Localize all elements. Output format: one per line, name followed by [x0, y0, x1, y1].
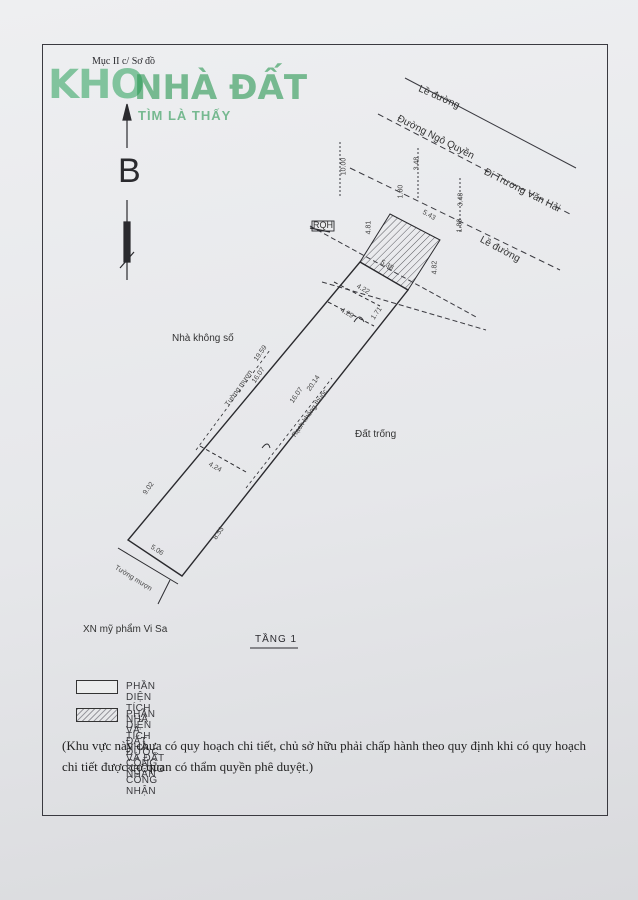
legend-swatch-plain — [76, 680, 118, 694]
vacant-land-label: Đất trống — [355, 429, 397, 440]
legend-swatch-hatched — [76, 708, 118, 722]
dim-value: 1.80 — [397, 184, 405, 199]
dim-value: 3.48 — [457, 192, 465, 207]
rqh-label: RQH — [313, 220, 333, 230]
watermark-tagline: TÌM LÀ THẤY — [138, 108, 232, 123]
north-letter: B — [118, 152, 141, 190]
legend-text: PHẦN DIỆN TÍCH NHÀ VÀ ĐẤT ĐƯỢC CÔNG NHẬN — [126, 681, 160, 780]
dim-value: 4.82 — [431, 260, 439, 275]
watermark-logo-part1: KHO — [48, 62, 144, 108]
floor-underline — [250, 647, 298, 649]
dim-value: 1.80 — [456, 218, 464, 233]
floor-label: TẦNG 1 — [255, 634, 298, 645]
dim-value: 3.48 — [413, 156, 421, 171]
factory-label: XN mỹ phẩm Vi Sa — [83, 624, 168, 635]
legend-text: PHẦN DIỆN TÍCH NHÀ VÀ ĐẤT KHÔNG CÔNG NHẬ… — [126, 709, 165, 797]
lot-outline — [117, 220, 410, 605]
section-label: Mục II c/ Sơ đồ — [92, 56, 156, 67]
north-arrow-icon — [119, 103, 135, 280]
page-frame — [42, 44, 608, 816]
planning-note: (Khu vực này chưa có quy hoạch chi tiết,… — [62, 738, 587, 774]
dim-value: 4.81 — [365, 220, 373, 235]
dim-value: 10.00 — [340, 157, 348, 176]
neighbor-left-label: Nhà không số — [172, 333, 234, 344]
watermark-logo-part2: NHÀ ĐẤT — [134, 68, 308, 108]
